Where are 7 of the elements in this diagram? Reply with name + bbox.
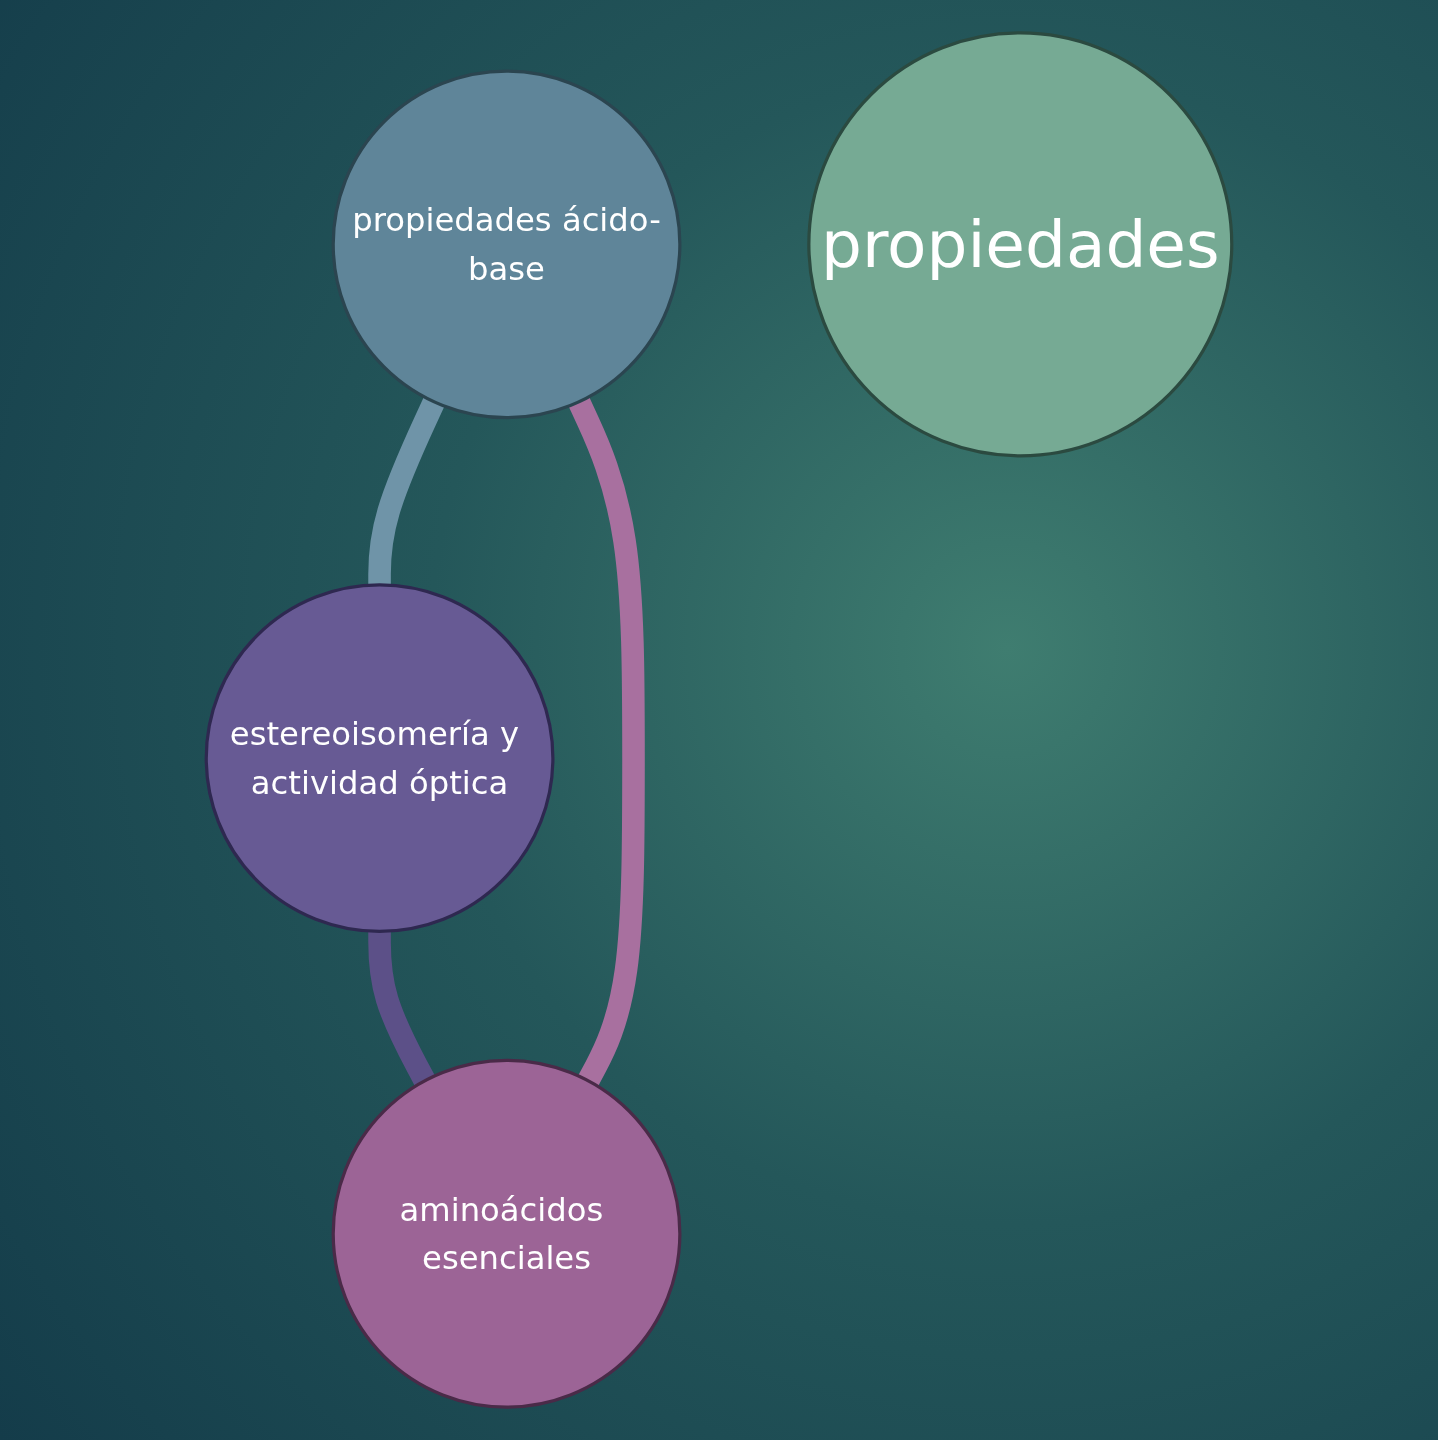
node-circle: aminoácidos esenciales xyxy=(331,1058,682,1409)
connector xyxy=(368,397,445,586)
node-circle: propiedades ácido-base xyxy=(331,69,682,420)
connector xyxy=(568,397,645,1087)
connector xyxy=(368,930,435,1087)
node-circle: estereoisomería y actividad óptica xyxy=(204,583,555,934)
node-circle: propiedades xyxy=(807,31,1234,458)
